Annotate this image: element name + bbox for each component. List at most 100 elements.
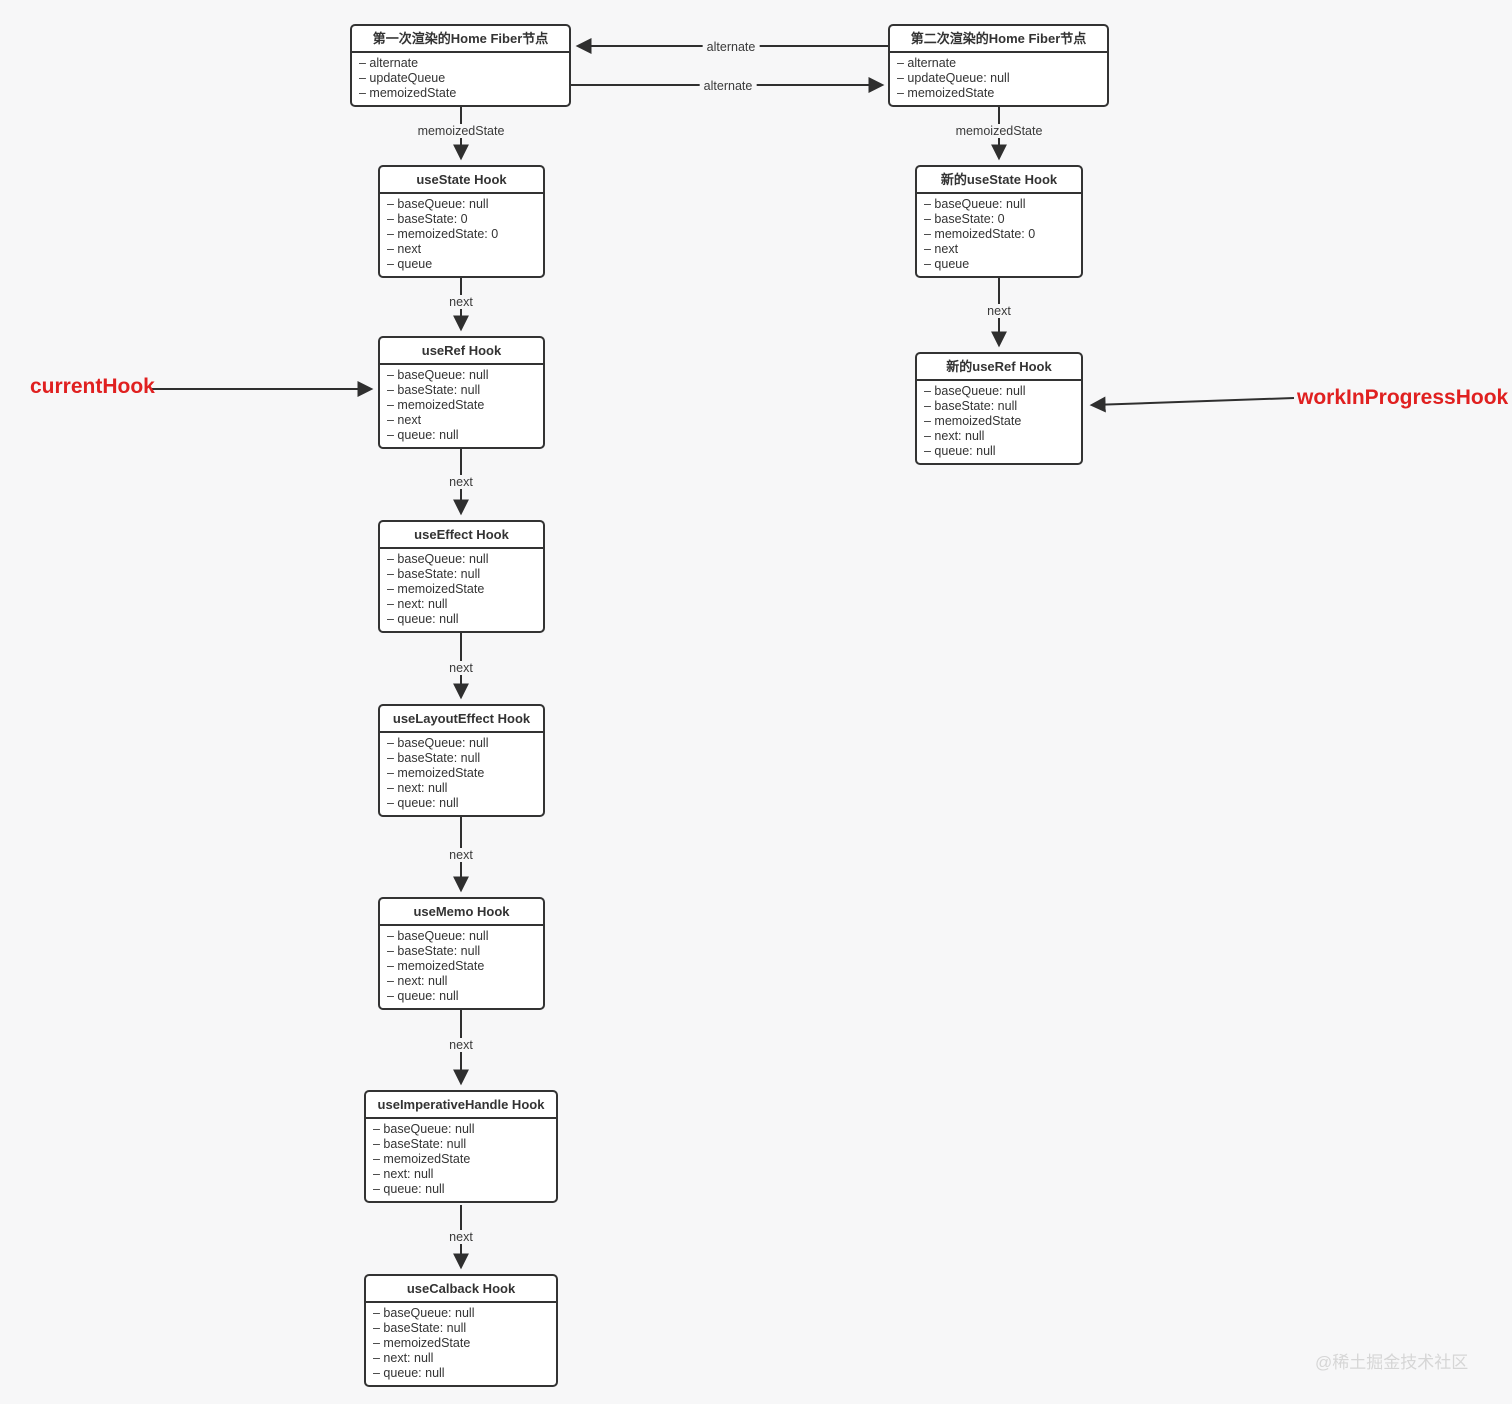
node-props: – baseQueue: null– baseState: 0– memoize… <box>380 194 543 276</box>
property-row: – alternate <box>359 56 419 70</box>
node-uselayouteffect-hook: useLayoutEffect Hook – baseQueue: null– … <box>378 704 545 817</box>
node-title: 第一次渲染的Home Fiber节点 <box>352 26 569 53</box>
watermark: @稀土掘金技术社区 <box>1315 1353 1469 1372</box>
property-row: – baseState: null <box>373 1137 467 1151</box>
property-row: – queue: null <box>387 612 459 626</box>
edge-label-alternate-bottom: alternate <box>699 79 757 93</box>
property-row: – baseState: 0 <box>924 212 1005 226</box>
edge-label-next-right: next <box>983 304 1015 318</box>
property-row: – baseState: null <box>924 399 1018 413</box>
node-props: – baseQueue: null– baseState: null– memo… <box>380 365 543 447</box>
node-props: – baseQueue: null– baseState: null– memo… <box>380 733 543 815</box>
edge-label-next-2: next <box>445 475 477 489</box>
edge-label-memoizedstate-left: memoizedState <box>413 124 509 138</box>
property-row: – queue: null <box>387 989 459 1003</box>
property-row: – next: null <box>373 1167 434 1181</box>
property-row: – baseState: null <box>387 944 481 958</box>
node-props: – baseQueue: null– baseState: null– memo… <box>917 381 1081 463</box>
property-row: – updateQueue: null <box>897 71 1010 85</box>
node-fiber-first-render: 第一次渲染的Home Fiber节点 – alternate– updateQu… <box>350 24 571 107</box>
property-row: – queue <box>387 257 433 271</box>
node-props: – baseQueue: null– baseState: 0– memoize… <box>917 194 1081 276</box>
node-title: 新的useRef Hook <box>917 354 1081 381</box>
annotation-currenthook: currentHook <box>30 375 155 398</box>
edge-label-next-5: next <box>445 1038 477 1052</box>
property-row: – baseState: null <box>387 383 481 397</box>
property-row: – baseQueue: null <box>924 384 1026 398</box>
node-title: useCalback Hook <box>366 1276 556 1303</box>
property-row: – queue: null <box>387 428 459 442</box>
property-row: – next: null <box>373 1351 434 1365</box>
node-useref-hook: useRef Hook – baseQueue: null– baseState… <box>378 336 545 449</box>
property-row: – memoizedState <box>387 398 485 412</box>
property-row: – memoizedState <box>387 582 485 596</box>
node-props: – baseQueue: null– baseState: null– memo… <box>366 1303 556 1385</box>
edge-label-next-1: next <box>445 295 477 309</box>
node-title: useRef Hook <box>380 338 543 365</box>
node-new-usestate-hook: 新的useState Hook – baseQueue: null– baseS… <box>915 165 1083 278</box>
property-row: – baseQueue: null <box>387 197 489 211</box>
property-row: – memoizedState: 0 <box>387 227 499 241</box>
property-row: – memoizedState <box>387 766 485 780</box>
property-row: – baseState: null <box>373 1321 467 1335</box>
property-row: – next: null <box>387 974 448 988</box>
property-row: – baseQueue: null <box>924 197 1026 211</box>
property-row: – queue: null <box>924 444 996 458</box>
node-title: useMemo Hook <box>380 899 543 926</box>
property-row: – queue: null <box>373 1366 445 1380</box>
property-row: – baseQueue: null <box>387 552 489 566</box>
edge-label-memoizedstate-right: memoizedState <box>951 124 1047 138</box>
property-row: – memoizedState <box>373 1336 471 1350</box>
property-row: – baseQueue: null <box>387 736 489 750</box>
property-row: – next: null <box>387 781 448 795</box>
node-useeffect-hook: useEffect Hook – baseQueue: null– baseSt… <box>378 520 545 633</box>
property-row: – memoizedState: 0 <box>924 227 1036 241</box>
node-title: useEffect Hook <box>380 522 543 549</box>
property-row: – queue: null <box>387 796 459 810</box>
node-useimperativehandle-hook: useImperativeHandle Hook – baseQueue: nu… <box>364 1090 558 1203</box>
node-props: – baseQueue: null– baseState: null– memo… <box>366 1119 556 1201</box>
property-row: – updateQueue <box>359 71 446 85</box>
property-row: – baseQueue: null <box>373 1306 475 1320</box>
node-fiber-second-render: 第二次渲染的Home Fiber节点 – alternate– updateQu… <box>888 24 1109 107</box>
property-row: – memoizedState <box>387 959 485 973</box>
property-row: – next <box>387 413 422 427</box>
property-row: – baseQueue: null <box>373 1122 475 1136</box>
property-row: – next: null <box>387 597 448 611</box>
property-row: – next <box>387 242 422 256</box>
property-row: – baseState: null <box>387 567 481 581</box>
property-row: – queue: null <box>373 1182 445 1196</box>
property-row: – memoizedState <box>359 86 457 100</box>
edge-label-next-6: next <box>445 1230 477 1244</box>
node-title: useLayoutEffect Hook <box>380 706 543 733</box>
edge-workinprogresshook-arrow <box>1089 396 1295 413</box>
property-row: – next: null <box>924 429 985 443</box>
node-title: 新的useState Hook <box>917 167 1081 194</box>
edge-label-alternate-top: alternate <box>702 40 760 54</box>
property-row: – next <box>924 242 959 256</box>
property-row: – baseState: 0 <box>387 212 468 226</box>
property-row: – alternate <box>897 56 957 70</box>
node-props: – baseQueue: null– baseState: null– memo… <box>380 926 543 1008</box>
node-title: useImperativeHandle Hook <box>366 1092 556 1119</box>
node-props: – alternate– updateQueue: null– memoized… <box>890 53 1107 105</box>
property-row: – baseState: null <box>387 751 481 765</box>
annotation-workinprogresshook: workInProgressHook <box>1297 386 1509 409</box>
node-usestate-hook: useState Hook – baseQueue: null– baseSta… <box>378 165 545 278</box>
property-row: – memoizedState <box>897 86 995 100</box>
property-row: – queue <box>924 257 970 271</box>
property-row: – baseQueue: null <box>387 368 489 382</box>
node-title: useState Hook <box>380 167 543 194</box>
property-row: – baseQueue: null <box>387 929 489 943</box>
property-row: – memoizedState <box>373 1152 471 1166</box>
node-new-useref-hook: 新的useRef Hook – baseQueue: null– baseSta… <box>915 352 1083 465</box>
node-props: – baseQueue: null– baseState: null– memo… <box>380 549 543 631</box>
edge-label-next-4: next <box>445 848 477 862</box>
node-props: – alternate– updateQueue– memoizedState <box>352 53 569 105</box>
edge-label-next-3: next <box>445 661 477 675</box>
node-title: 第二次渲染的Home Fiber节点 <box>890 26 1107 53</box>
node-usecalback-hook: useCalback Hook – baseQueue: null– baseS… <box>364 1274 558 1387</box>
node-usememo-hook: useMemo Hook – baseQueue: null– baseStat… <box>378 897 545 1010</box>
